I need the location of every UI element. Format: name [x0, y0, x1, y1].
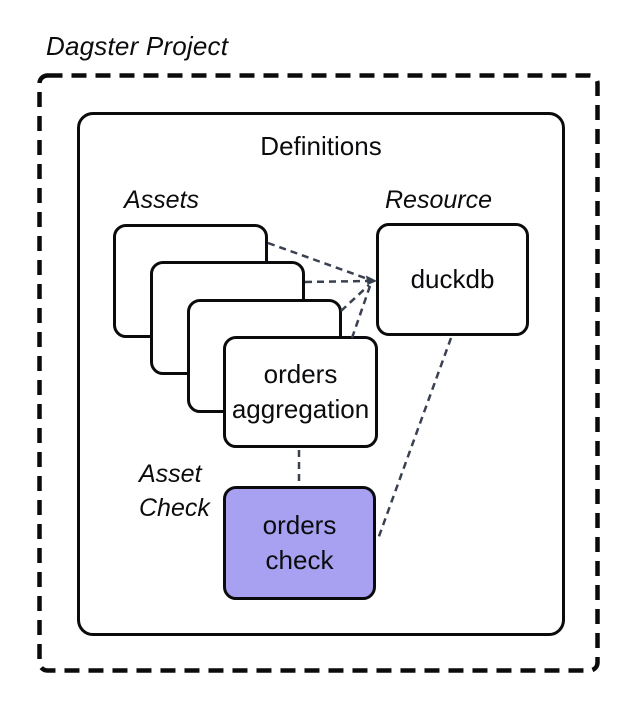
- duckdb-node: duckdb: [376, 223, 529, 336]
- duckdb-label: duckdb: [410, 264, 495, 294]
- asset-card-orders-aggregation: orders aggregation: [223, 336, 378, 448]
- assets-label: Assets: [124, 186, 200, 214]
- diagram-title: Dagster Project: [46, 31, 229, 61]
- orders-check-label: orders check: [262, 510, 337, 575]
- orders-check-node: orders check: [223, 486, 376, 600]
- asset-check-label: Asset Check: [139, 460, 210, 522]
- resource-label: Resource: [385, 186, 492, 214]
- definitions-label: Definitions: [260, 131, 382, 161]
- orders-aggregation-label: orders aggregation: [231, 359, 370, 424]
